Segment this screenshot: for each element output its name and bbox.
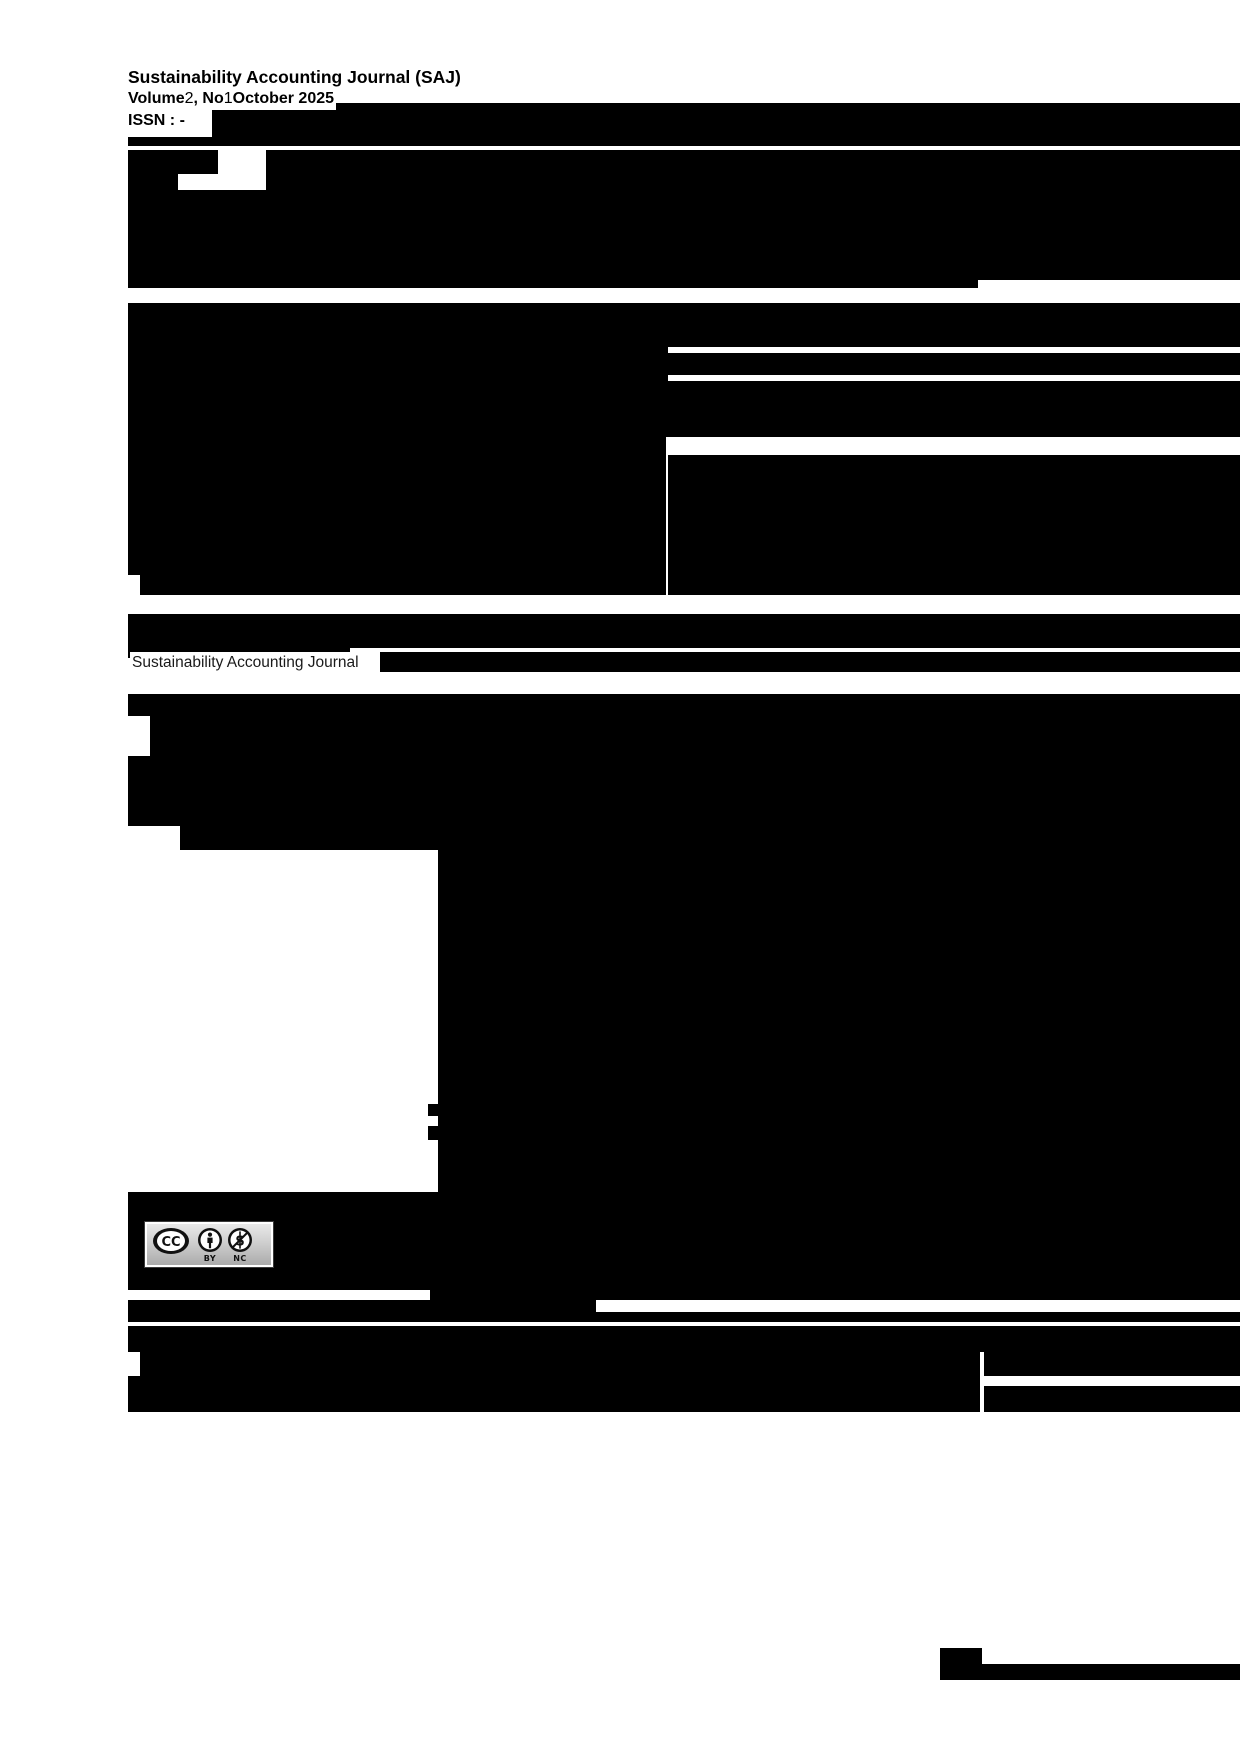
creative-commons-license-badge[interactable]: CC CC BY S NC (144, 1221, 274, 1268)
license-paragraph-closing-rule (128, 1300, 596, 1312)
abstract-col-right-row1 (668, 319, 1240, 347)
references-row2-redaction (140, 1352, 980, 1376)
license-paragraph-notch (128, 1192, 142, 1206)
keywords-col-left-row4 (128, 519, 666, 547)
cc-by-wrap: BY (197, 1227, 223, 1263)
author-block-redaction (128, 216, 1240, 240)
keywords-col-right-row4 (668, 529, 1240, 557)
body-column-redaction-lower (438, 962, 1240, 1192)
affiliation-block-redaction-a (128, 240, 146, 262)
body-text-redaction-row1 (128, 694, 1240, 716)
masthead-right-redaction (212, 103, 1240, 137)
title-block-redaction-row3b (128, 190, 1240, 216)
body-text-redaction-row4 (150, 784, 1240, 804)
keywords-col-left-row6b (218, 575, 666, 595)
keywords-col-left-row2 (128, 463, 666, 491)
body-column-notch-3 (438, 904, 462, 918)
issue-number: 1 (223, 90, 233, 107)
cc-noncommercial-dollar-icon: S (228, 1228, 252, 1252)
body-column-notch-2 (438, 878, 456, 890)
abstract-heading-redaction (128, 303, 238, 319)
body-column-notch-5 (438, 950, 566, 962)
abstract-heading-rule-redaction (238, 303, 1240, 319)
cc-by-label: BY (203, 1254, 217, 1263)
title-block-redaction-row1 (128, 150, 218, 174)
header-rule-redaction (128, 137, 1240, 146)
affiliation-block-redaction-c (128, 262, 260, 280)
title-block-redaction-row1b (266, 150, 1240, 190)
keywords-col-left-row4-indent (128, 527, 140, 547)
references-row3-redaction (128, 1376, 980, 1412)
references-row2-right-redaction (984, 1352, 1240, 1376)
right-edge-redaction-4 (974, 930, 1240, 952)
affiliation-block-redaction-d (260, 262, 1240, 280)
journal-name-mention: Sustainability Accounting Journal (130, 652, 362, 674)
journal-title: Sustainability Accounting Journal (SAJ) (128, 66, 463, 88)
journal-name-line-trailing-redaction (380, 652, 1240, 672)
affiliation-block-redaction-b (146, 240, 1240, 262)
abstract-col-right-row3 (668, 381, 1240, 403)
body-text-redaction-row3 (128, 756, 1240, 784)
body-text-redaction-indent1 (128, 694, 150, 716)
license-section-bottom-rule (128, 1312, 1240, 1322)
abstract-col-left-row3 (128, 375, 668, 403)
cc-attribution-person-icon (198, 1228, 222, 1252)
keywords-col-left-row5 (128, 547, 666, 575)
abstract-col-left-row4 (128, 403, 668, 431)
keywords-col-left-row6 (140, 575, 220, 595)
cc-circle-icon: CC (153, 1228, 189, 1254)
abstract-col-left-row1 (128, 319, 668, 347)
references-row3-right-redaction (984, 1386, 1240, 1412)
license-paragraph-redaction-tail-row2 (430, 1286, 1240, 1300)
references-row1-redaction (188, 1326, 1240, 1352)
masthead: Sustainability Accounting Journal (SAJ) … (128, 66, 463, 132)
right-edge-redaction-3 (974, 896, 1240, 914)
body-column-notch-7 (428, 1104, 470, 1116)
abstract-col-left-row2 (128, 347, 668, 375)
references-heading-redaction (128, 1326, 188, 1352)
body-text-redaction-indent2 (128, 784, 150, 804)
section-rule-redaction-2 (128, 614, 1240, 628)
keywords-col-left-row3 (128, 491, 666, 519)
cc-mark-wrap: CC CC (151, 1227, 191, 1256)
volume-number: 2 (184, 90, 194, 107)
keywords-col-right-row3 (668, 505, 1240, 529)
body-text-redaction-row5 (128, 804, 1240, 826)
body-column-notch-1 (438, 850, 452, 864)
volume-prefix: Volume (128, 90, 185, 107)
body-column-notch-4 (438, 930, 496, 942)
keywords-col-right-row1 (668, 455, 1240, 483)
right-edge-redaction-1 (974, 826, 1240, 850)
keywords-col-left-row1 (128, 437, 666, 463)
keywords-col-right-row2 (668, 483, 1240, 505)
section-rule-redaction-1 (128, 280, 978, 288)
page-number-redaction (940, 1648, 982, 1680)
section-heading-redaction (128, 628, 164, 648)
body-text-redaction-row2 (150, 716, 1240, 756)
license-paragraph-redaction-tail-left (276, 1222, 1240, 1268)
body-column-notch-6 (438, 1018, 466, 1032)
keywords-col-right-row5 (668, 557, 1240, 579)
abstract-col-left-row2-indent (128, 347, 142, 375)
issue-separator: , No (193, 90, 224, 107)
keywords-col-left-row1-indent (128, 437, 154, 463)
cc-nc-label: NC (233, 1254, 247, 1263)
license-paragraph-redaction-tail-row (128, 1268, 1240, 1286)
abstract-col-right-row4 (668, 403, 1240, 431)
abstract-block-rule (128, 431, 1240, 437)
right-edge-redaction-2 (974, 862, 1240, 880)
page-number-rule-redaction (982, 1664, 1240, 1680)
issue-date: October 2025 (232, 90, 335, 107)
svg-text:CC: CC (161, 1235, 180, 1250)
volume-issue-line: Volume2, No1October 2025 (128, 88, 337, 110)
cc-nc-wrap: S NC (227, 1227, 253, 1263)
keywords-col-right-row6 (668, 579, 1240, 595)
section-heading-redaction-b (164, 628, 1240, 648)
abstract-col-right-row2 (668, 353, 1240, 375)
body-column-notch-8 (428, 1126, 450, 1140)
issn-label: ISSN : - (128, 110, 187, 132)
